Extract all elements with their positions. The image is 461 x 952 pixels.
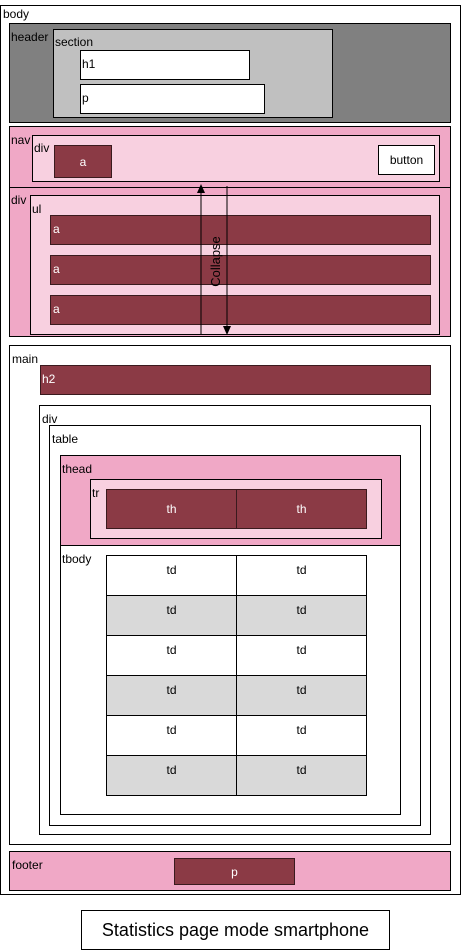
td-cell: td [236,675,367,716]
nav-link[interactable]: a [54,145,112,178]
td-cell: td [106,595,237,636]
nav-div-label: div [34,141,50,155]
menu-link-3[interactable] [50,295,431,325]
td-cell: td [236,635,367,676]
footer-label: footer [12,858,43,872]
tr-label: tr [92,486,100,500]
td-cell: td [106,675,237,716]
th-cell-2: th [236,489,367,529]
header-label: header [11,30,49,44]
td-cell: td [236,715,367,756]
p-label: p [82,91,89,105]
h1-label: h1 [82,57,96,71]
main-label: main [12,352,39,366]
menu-link-2-label: a [53,262,60,276]
h2-label: h2 [42,372,56,386]
footer-p-box: p [174,858,295,885]
td-cell: td [236,755,367,796]
td-cell: td [106,715,237,756]
section-label: section [55,35,94,49]
main-div-label: div [42,412,58,426]
menu-link-1[interactable] [50,215,431,245]
menu-link-1-label: a [53,222,60,236]
tbody-label: tbody [62,552,92,566]
menu-link-2[interactable] [50,255,431,285]
menu-div-label: div [11,193,27,207]
thead-label: thead [62,462,93,476]
h1-box [80,50,250,80]
nav-label: nav [11,133,31,147]
ul-label: ul [32,202,42,216]
menu-toggle-button[interactable]: button [378,145,435,175]
menu-link-3-label: a [53,302,60,316]
td-cell: td [106,755,237,796]
body-label: body [3,7,30,21]
td-cell: td [106,555,237,596]
td-cell: td [236,555,367,596]
td-cell: td [106,635,237,676]
th-cell-1: th [106,489,237,529]
h2-box [40,365,431,395]
p-box [80,84,265,114]
td-cell: td [236,595,367,636]
collapse-label: Collapse [207,236,223,287]
diagram-caption: Statistics page mode smartphone [81,910,390,950]
table-label: table [52,432,79,446]
